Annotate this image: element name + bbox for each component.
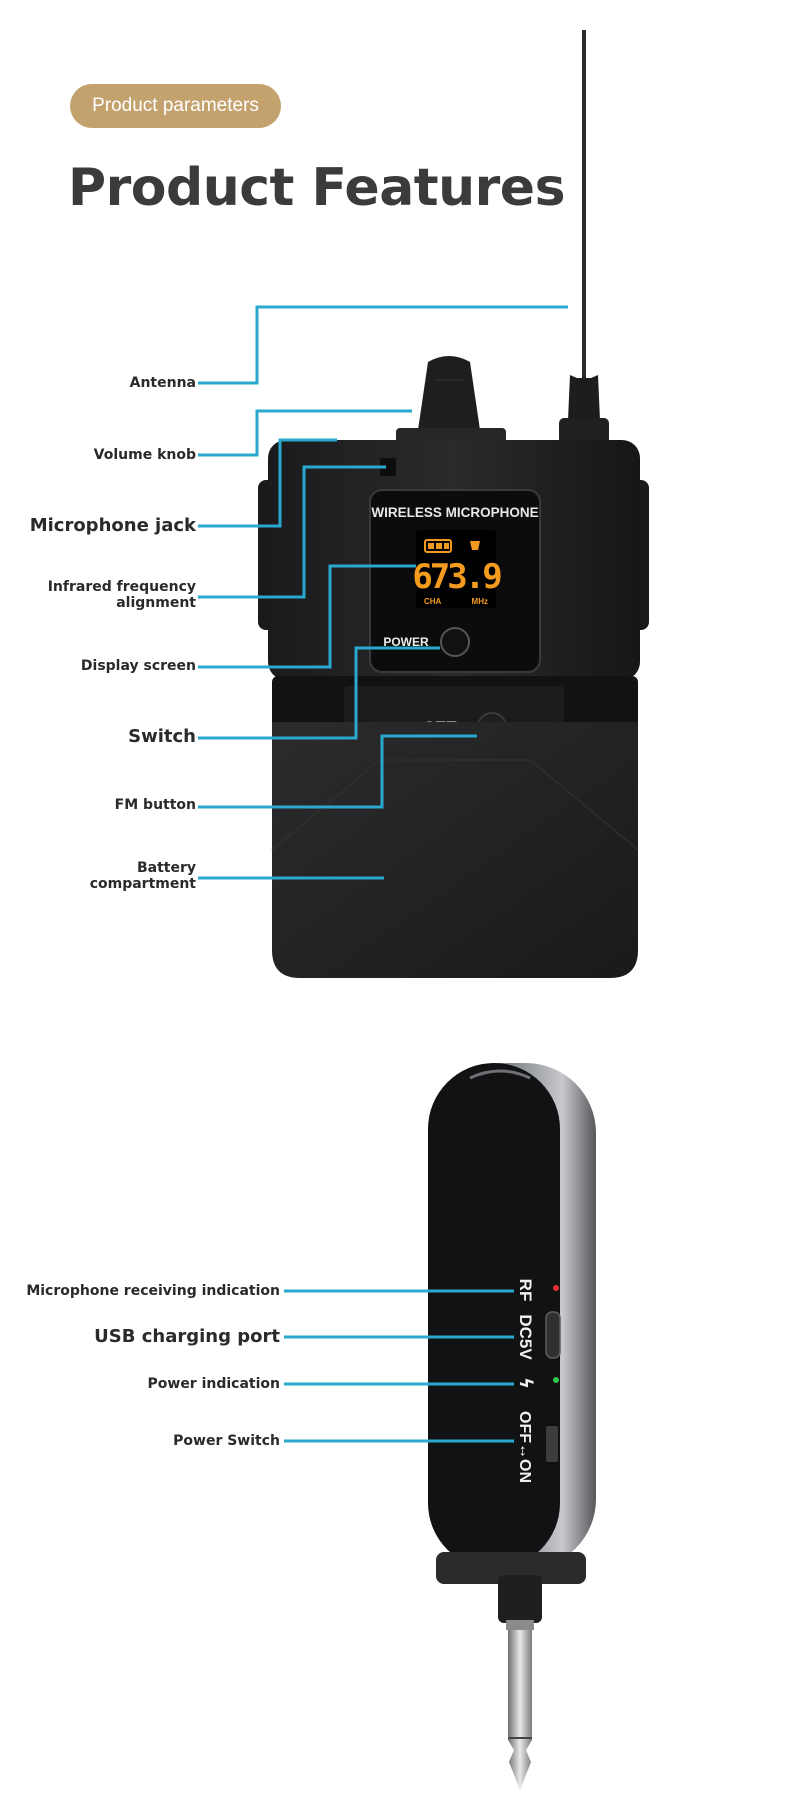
power-button[interactable] <box>440 627 470 657</box>
rf-led <box>553 1285 559 1291</box>
callout-infrared-frequency-alignment: Infrared frequency alignment <box>47 579 196 611</box>
battery-level-icon <box>424 539 452 553</box>
battery-compartment <box>272 722 638 978</box>
callout-volume-knob: Volume knob <box>93 447 196 463</box>
callout-switch: Switch <box>128 726 196 747</box>
callout-microphone-jack: Microphone jack <box>29 515 196 536</box>
bolt-icon: ϟ <box>515 1377 536 1389</box>
callout-antenna: Antenna <box>129 375 196 391</box>
callout-fm-button: FM button <box>114 797 196 813</box>
channel-label: CHA <box>424 597 442 606</box>
power-label: POWER <box>383 635 429 649</box>
usb-port <box>545 1311 561 1359</box>
wireless-receiver: RF DC5V ϟ OFF↔ON <box>428 1063 596 1790</box>
audio-jack-plug <box>508 1630 532 1790</box>
transmitter-callout-lines <box>198 305 568 880</box>
volume-knob[interactable] <box>418 356 480 430</box>
page-title: Product Features <box>68 158 566 218</box>
unit-label: MHz <box>472 597 488 606</box>
power-switch[interactable] <box>546 1426 558 1462</box>
signal-icon <box>470 541 480 550</box>
callout-power-indication: Power indication <box>147 1376 281 1392</box>
callout-display-screen: Display screen <box>80 658 196 674</box>
callout-battery-compartment: Battery compartment <box>89 860 196 892</box>
bodypack-transmitter: WIRELESS MICROPHONE 673.9 CHA MHz POWER … <box>258 30 649 978</box>
callout-microphone-receiving-indication: Microphone receiving indication <box>26 1283 280 1299</box>
product-parameters-badge: Product parameters <box>70 84 281 128</box>
dc5v-label: DC5V <box>516 1314 535 1360</box>
callout-usb-charging-port: USB charging port <box>94 1326 280 1347</box>
callout-power-switch: Power Switch <box>173 1433 280 1449</box>
infrared-window <box>380 458 396 476</box>
screen-title: WIRELESS MICROPHONE <box>371 505 538 520</box>
receiver-callout-lines <box>284 1289 514 1443</box>
frequency-readout: 673.9 <box>412 557 501 597</box>
rf-label: RF <box>516 1279 535 1302</box>
power-led <box>553 1377 559 1383</box>
off-on-label: OFF↔ON <box>516 1411 533 1483</box>
